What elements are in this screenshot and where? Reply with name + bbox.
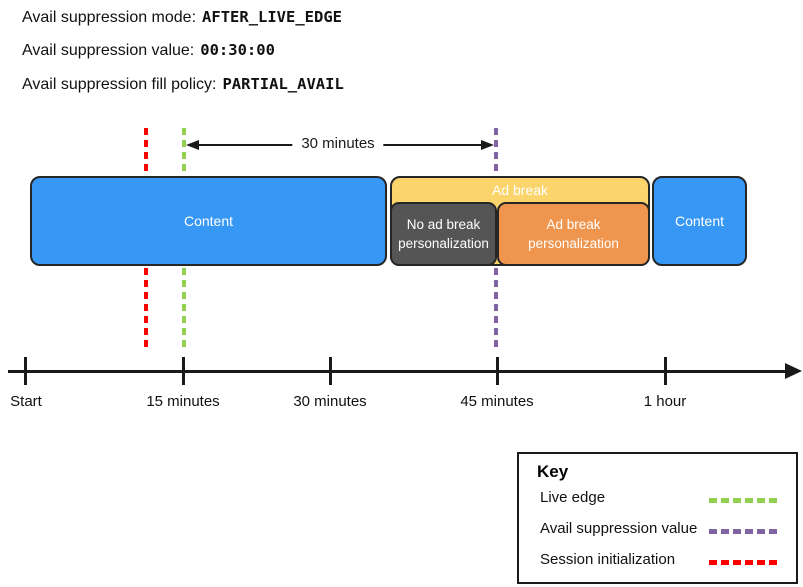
session-initialization-line-top xyxy=(144,128,148,176)
live-edge-line-top xyxy=(182,128,186,176)
no-ad-break-personalization-box: No ad break personalization xyxy=(390,202,497,266)
arrow-left-head-icon xyxy=(186,140,199,150)
config-mode-value: AFTER_LIVE_EDGE xyxy=(202,8,343,26)
tick-30-minutes xyxy=(329,357,332,385)
legend-label-avail-suppression-value: Avail suppression value xyxy=(540,520,698,537)
ad-break-label: Ad break xyxy=(491,182,549,198)
duration-annotation: 30 minutes xyxy=(292,135,384,152)
legend-swatch-session-initialization xyxy=(709,560,781,565)
tick-15-minutes xyxy=(182,357,185,385)
ad-break-personalization-label: Ad break personalization xyxy=(528,217,619,251)
tick-45-minutes xyxy=(496,357,499,385)
config-policy-value: PARTIAL_AVAIL xyxy=(222,75,344,93)
tick-label-30-minutes: 30 minutes xyxy=(293,393,367,410)
tick-label-1-hour: 1 hour xyxy=(643,393,687,410)
content-right-label: Content xyxy=(674,213,725,229)
config-mode-label: Avail suppression mode: xyxy=(22,9,197,26)
tick-start xyxy=(24,357,27,385)
legend-swatch-live-edge xyxy=(709,498,781,503)
config-line-value: Avail suppression value: 00:30:00 xyxy=(22,41,275,60)
avail-suppression-line-bottom xyxy=(494,268,498,348)
legend-label-live-edge: Live edge xyxy=(540,489,606,506)
legend-swatch-avail-suppression-value xyxy=(709,529,781,534)
config-policy-label: Avail suppression fill policy: xyxy=(22,76,217,93)
avail-suppression-line-top xyxy=(494,128,498,176)
content-left-box: Content xyxy=(30,176,387,266)
content-right-box: Content xyxy=(652,176,747,266)
tick-1-hour xyxy=(664,357,667,385)
config-value-value: 00:30:00 xyxy=(200,41,275,59)
timeline-arrowhead-icon xyxy=(785,363,802,379)
tick-label-15-minutes: 15 minutes xyxy=(146,393,220,410)
session-initialization-line-bottom xyxy=(144,268,148,348)
config-value-label: Avail suppression value: xyxy=(22,42,195,59)
legend-label-session-initialization: Session initialization xyxy=(540,551,676,568)
content-left-label: Content xyxy=(183,213,234,229)
no-ad-break-personalization-label: No ad break personalization xyxy=(398,217,489,251)
ad-break-personalization-box: Ad break personalization xyxy=(497,202,650,266)
tick-label-45-minutes: 45 minutes xyxy=(460,393,534,410)
arrow-right-head-icon xyxy=(481,140,494,150)
timeline-axis xyxy=(8,370,787,373)
config-line-policy: Avail suppression fill policy: PARTIAL_AV… xyxy=(22,75,344,94)
legend-box: Key Live edge Avail suppression value Se… xyxy=(517,452,798,584)
legend-title: Key xyxy=(537,462,569,481)
tick-label-start: Start xyxy=(10,393,42,410)
config-line-mode: Avail suppression mode: AFTER_LIVE_EDGE xyxy=(22,8,342,27)
live-edge-line-bottom xyxy=(182,268,186,348)
